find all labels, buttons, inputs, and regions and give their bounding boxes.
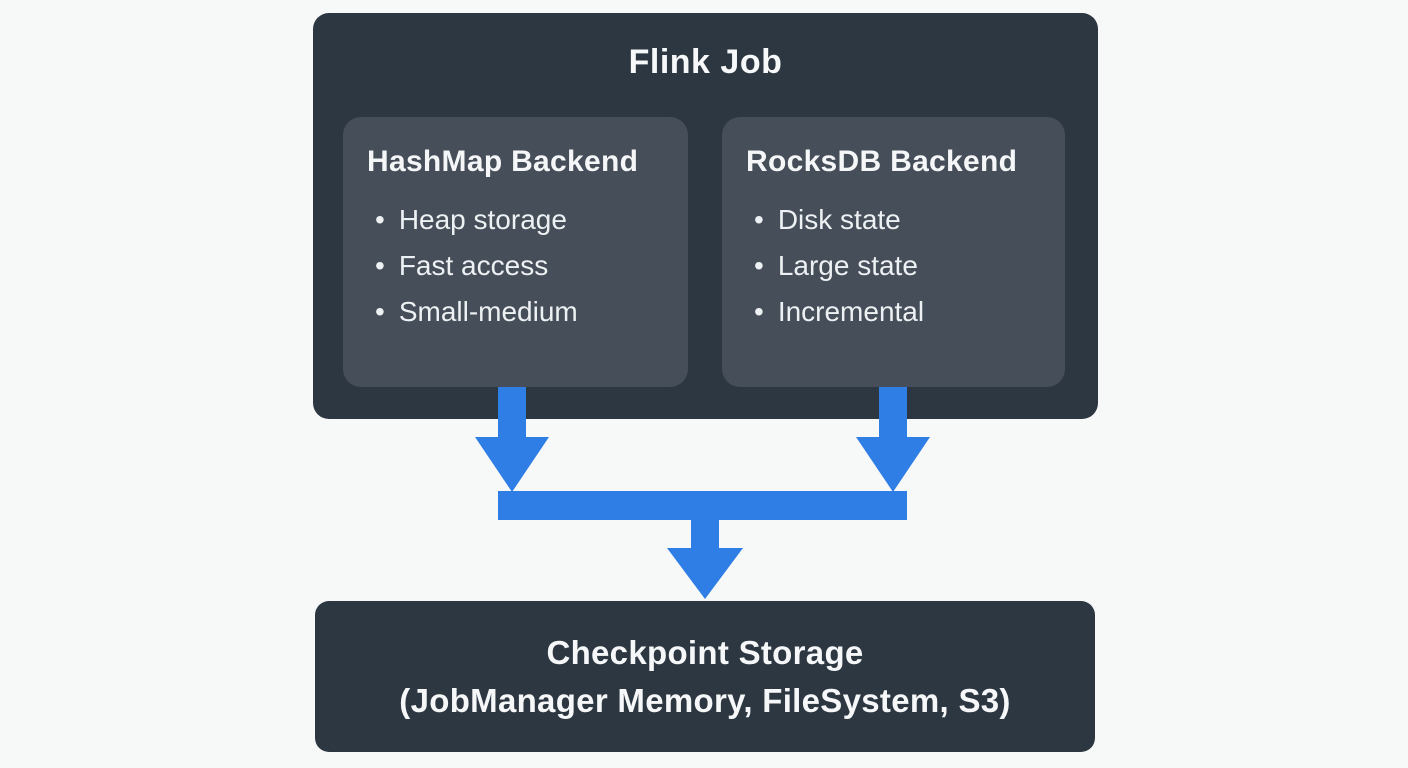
checkpoint-storage-box: Checkpoint Storage (JobManager Memory, F… (315, 601, 1095, 752)
bullet-item: Incremental (754, 289, 1041, 335)
flink-job-title: Flink Job (628, 43, 783, 81)
merge-bar (498, 491, 907, 520)
bullet-item: Small-medium (375, 289, 664, 335)
arrow-down-center-icon (667, 520, 743, 599)
rocksdb-backend-bullets: Disk state Large state Incremental (746, 197, 1041, 335)
bullet-item: Disk state (754, 197, 1041, 243)
bullet-item: Large state (754, 243, 1041, 289)
checkpoint-storage-subtitle: (JobManager Memory, FileSystem, S3) (399, 681, 1011, 719)
bullet-item: Fast access (375, 243, 664, 289)
hashmap-backend-card: HashMap Backend Heap storage Fast access… (343, 117, 688, 387)
bullet-item: Heap storage (375, 197, 664, 243)
rocksdb-backend-card: RocksDB Backend Disk state Large state I… (722, 117, 1065, 387)
rocksdb-backend-title: RocksDB Backend (746, 145, 1018, 178)
hashmap-backend-bullets: Heap storage Fast access Small-medium (367, 197, 664, 335)
flink-job-box: Flink Job HashMap Backend Heap storage F… (313, 13, 1098, 419)
checkpoint-storage-title: Checkpoint Storage (546, 633, 864, 671)
hashmap-backend-title: HashMap Backend (367, 145, 639, 178)
